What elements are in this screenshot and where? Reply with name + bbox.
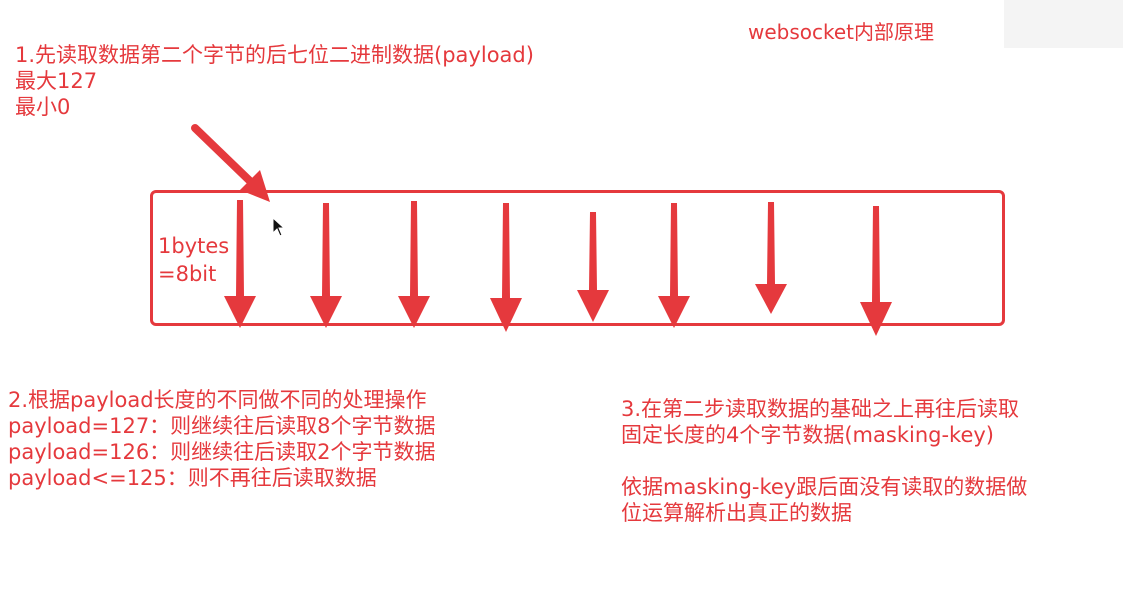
step1-line1: 1.先读取数据第二个字节的后七位二进制数据(payload) xyxy=(15,43,534,67)
byte-size-label: 1bytes =8bit xyxy=(158,232,229,288)
byte-size-line2: =8bit xyxy=(158,262,217,286)
step3-line4: 位运算解析出真正的数据 xyxy=(621,501,852,525)
step1-text: 1.先读取数据第二个字节的后七位二进制数据(payload) 最大127 最小0 xyxy=(15,42,534,120)
cursor-icon xyxy=(272,217,286,237)
step3-spacer xyxy=(621,448,1027,474)
step3-line1: 3.在第二步读取数据的基础之上再往后读取 xyxy=(621,397,1020,421)
step2-line1: 2.根据payload长度的不同做不同的处理操作 xyxy=(8,388,427,412)
step2-text: 2.根据payload长度的不同做不同的处理操作 payload=127：则继续… xyxy=(8,387,436,491)
step2-line2: payload=127：则继续往后读取8个字节数据 xyxy=(8,414,436,438)
corner-patch xyxy=(1004,0,1123,48)
step1-line2: 最大127 xyxy=(15,69,98,93)
byte-box xyxy=(150,190,1005,326)
step3-text: 3.在第二步读取数据的基础之上再往后读取 固定长度的4个字节数据(masking… xyxy=(621,396,1027,526)
byte-size-line1: 1bytes xyxy=(158,234,230,258)
step3-line2: 固定长度的4个字节数据(masking-key) xyxy=(621,423,994,447)
step2-line4: payload<=125：则不再往后读取数据 xyxy=(8,466,377,490)
step2-line3: payload=126：则继续往后读取2个字节数据 xyxy=(8,440,436,464)
step3-line3: 依据masking-key跟后面没有读取的数据做 xyxy=(621,475,1028,499)
diagram-title: websocket内部原理 xyxy=(748,20,935,44)
step1-line3: 最小0 xyxy=(15,95,71,119)
